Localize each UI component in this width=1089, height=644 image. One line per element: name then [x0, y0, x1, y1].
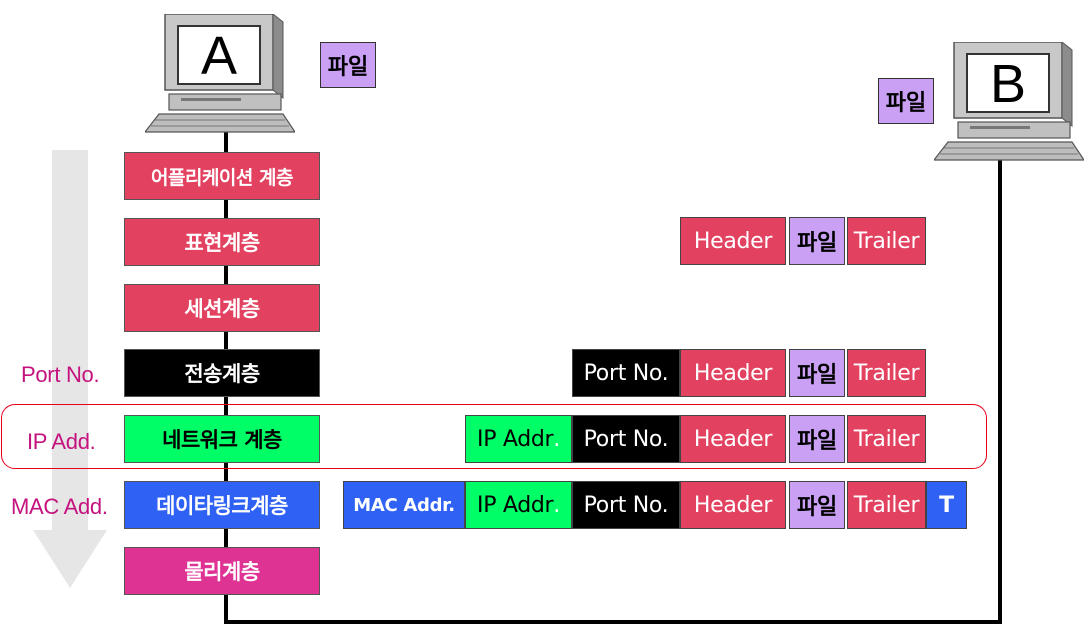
layer-session: 세션계층 [124, 284, 320, 332]
segment-trailer: Trailer [847, 415, 926, 463]
computer-a-icon [145, 14, 295, 133]
computer-b: B [934, 42, 1084, 164]
layer-presentation: 표현계층 [124, 218, 320, 266]
computer-a-label: A [200, 26, 238, 86]
segment-file: 파일 [789, 349, 845, 397]
segment-file: 파일 [789, 415, 845, 463]
label-port-no: Port No. [21, 362, 100, 387]
layer-application: 어플리케이션 계층 [124, 152, 320, 200]
segment-trailer: Trailer [847, 349, 926, 397]
segment-port: Port No. [572, 415, 680, 463]
wire-horizontal [224, 620, 1002, 624]
computer-a: A [145, 14, 295, 136]
flow-down-arrow [33, 150, 107, 588]
computer-b-label: B [989, 54, 1027, 114]
segment-ip-text: IP Addr [477, 426, 554, 452]
segment-ip: IP Addr. [465, 415, 572, 463]
layer-transport: 전송계층 [124, 349, 320, 397]
segment-ip-text: IP Addr [477, 492, 554, 518]
segment-mac: MAC Addr. [343, 481, 465, 529]
segment-port: Port No. [572, 349, 680, 397]
label-mac-add: MAC Add. [11, 494, 108, 519]
segment-trailer: Trailer [847, 481, 926, 529]
label-ip-add: IP Add. [27, 429, 96, 454]
segment-file: 파일 [789, 481, 845, 529]
computer-b-icon [934, 42, 1084, 161]
segment-t: T [926, 481, 967, 529]
layer-datalink: 데이타링크계층 [124, 481, 320, 529]
segment-trailer: Trailer [847, 217, 926, 265]
layer-physical: 물리계층 [124, 547, 320, 595]
segment-ip-dot: . [553, 426, 560, 452]
segment-header: Header [680, 415, 786, 463]
layer-network: 네트워크 계층 [124, 415, 320, 463]
segment-ip-dot: . [553, 492, 560, 518]
file-badge-a: 파일 [320, 42, 376, 88]
file-badge-b: 파일 [878, 78, 934, 124]
segment-header: Header [680, 481, 786, 529]
segment-file: 파일 [789, 217, 845, 265]
segment-port: Port No. [572, 481, 680, 529]
segment-ip: IP Addr. [465, 481, 572, 529]
wire-vertical-b [998, 156, 1002, 624]
segment-header: Header [680, 349, 786, 397]
segment-header: Header [680, 217, 786, 265]
network-layer-highlight [1, 404, 987, 469]
